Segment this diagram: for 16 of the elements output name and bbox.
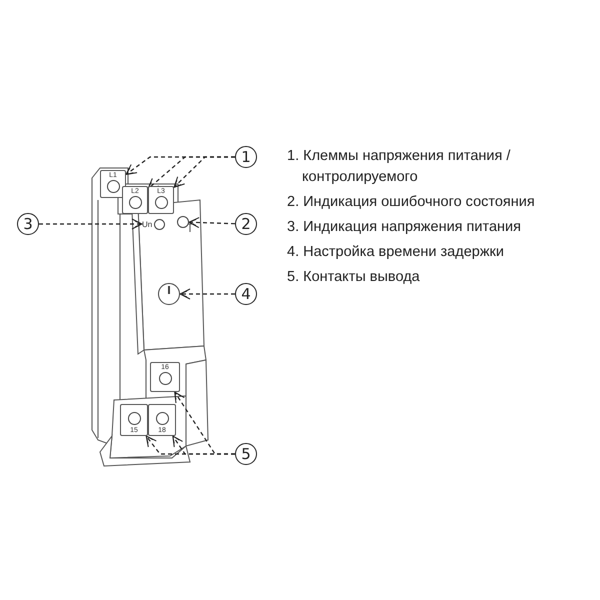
legend-note: 4. Настройка времени задержки: [287, 243, 505, 262]
callout-number: 4: [235, 283, 257, 305]
leader-line: [188, 217, 236, 228]
callout-number: 1: [235, 146, 257, 168]
legend-note: 2. Индикация ошибочного состояния: [287, 193, 536, 212]
leader-line: [180, 288, 235, 300]
legend-note: 3. Индикация напряжения питания: [287, 218, 522, 237]
callout-number: 2: [235, 213, 257, 235]
callout-number: 5: [235, 443, 257, 465]
leader-line: [172, 436, 235, 455]
leader-line: [174, 156, 235, 188]
callout-number: 3: [17, 213, 39, 235]
legend-note: 1. Клеммы напряжения питания / контролируемого: [287, 147, 512, 187]
indicator-led: Un: [142, 217, 172, 231]
legend-note: 5. Контакты вывода: [287, 268, 421, 287]
leader-line: [39, 218, 142, 230]
